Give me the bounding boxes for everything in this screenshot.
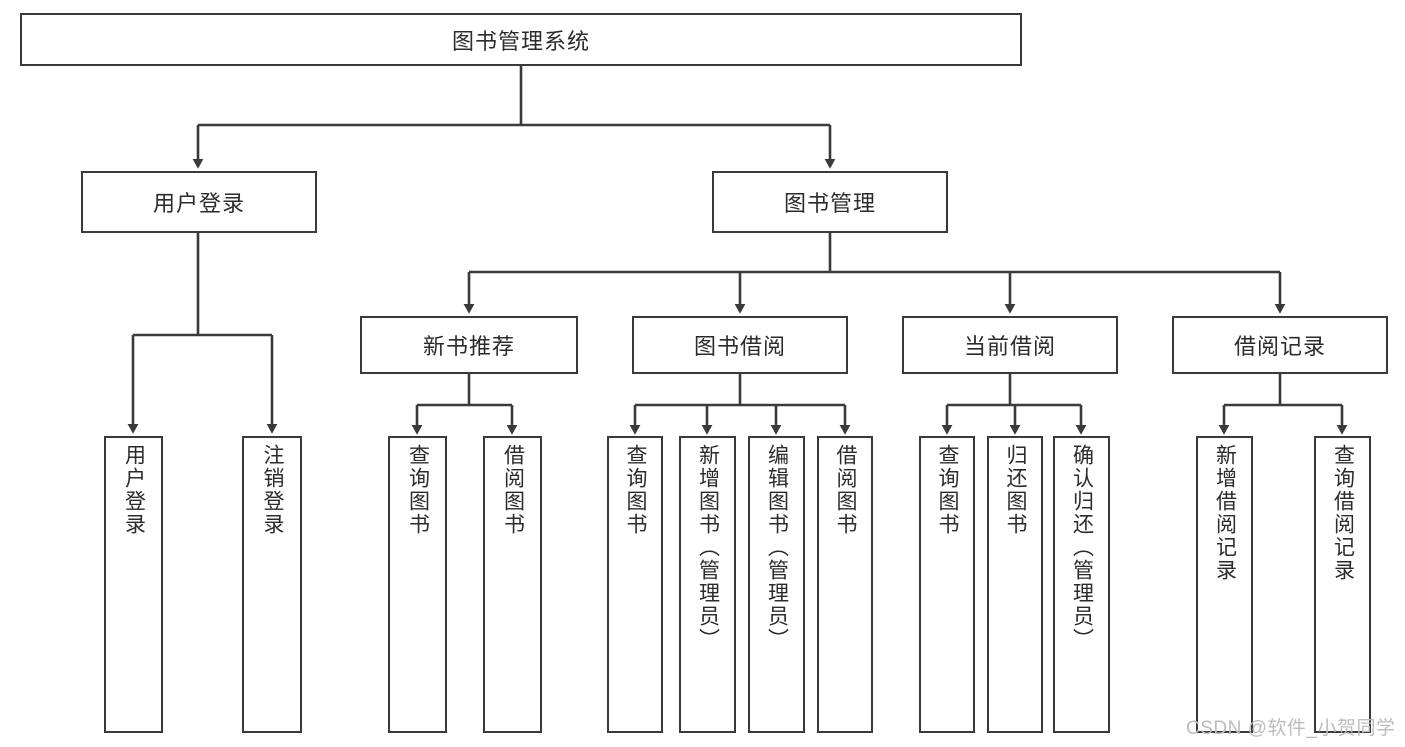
node-user-login[interactable]: 用户登录 (81, 171, 317, 233)
node-label: 新增借阅记录 (1213, 444, 1237, 582)
node-book-management[interactable]: 图书管理 (712, 171, 948, 233)
leaf-borrow-book-recommend[interactable]: 借阅图书 (483, 436, 542, 733)
node-current-borrow[interactable]: 当前借阅 (902, 316, 1118, 374)
node-label: 借阅记录 (1233, 334, 1326, 359)
leaf-query-book-borrow[interactable]: 查询图书 (607, 436, 663, 733)
leaf-confirm-return[interactable]: 确认归还（管理员） (1053, 436, 1110, 733)
node-label: 新增图书（管理员） (696, 444, 720, 651)
node-label: 查询图书 (406, 444, 430, 536)
leaf-add-book[interactable]: 新增图书（管理员） (679, 436, 736, 733)
node-borrow-record[interactable]: 借阅记录 (1172, 316, 1388, 374)
node-label: 新书推荐 (422, 334, 515, 359)
node-label: 查询图书 (624, 444, 648, 536)
leaf-query-book-recommend[interactable]: 查询图书 (388, 436, 447, 733)
node-new-book-recommend[interactable]: 新书推荐 (360, 316, 578, 374)
node-label: 图书借阅 (693, 334, 786, 359)
leaf-logout-login[interactable]: 注销登录 (242, 436, 302, 733)
node-label: 编辑图书（管理员） (765, 444, 789, 651)
node-root-system[interactable]: 图书管理系统 (20, 13, 1022, 66)
node-label: 确认归还（管理员） (1070, 444, 1094, 651)
node-label: 借阅图书 (501, 444, 525, 536)
node-label: 查询借阅记录 (1331, 444, 1355, 582)
leaf-borrow-book-borrow[interactable]: 借阅图书 (817, 436, 873, 733)
node-label: 图书管理系统 (451, 28, 590, 54)
node-label: 当前借阅 (963, 334, 1056, 359)
node-label: 注销登录 (261, 444, 285, 536)
node-label: 借阅图书 (834, 444, 858, 536)
node-label: 用户登录 (152, 191, 245, 216)
node-label: 图书管理 (783, 191, 876, 216)
node-label: 查询图书 (936, 444, 960, 536)
node-label: 归还图书 (1004, 444, 1028, 536)
node-book-borrow[interactable]: 图书借阅 (632, 316, 848, 374)
leaf-query-borrow-record[interactable]: 查询借阅记录 (1314, 436, 1371, 733)
leaf-user-login[interactable]: 用户登录 (104, 436, 163, 733)
leaf-query-book-current[interactable]: 查询图书 (919, 436, 975, 733)
leaf-edit-book[interactable]: 编辑图书（管理员） (748, 436, 805, 733)
leaf-add-borrow-record[interactable]: 新增借阅记录 (1196, 436, 1253, 733)
node-label: 用户登录 (122, 444, 146, 536)
leaf-return-book[interactable]: 归还图书 (987, 436, 1043, 733)
